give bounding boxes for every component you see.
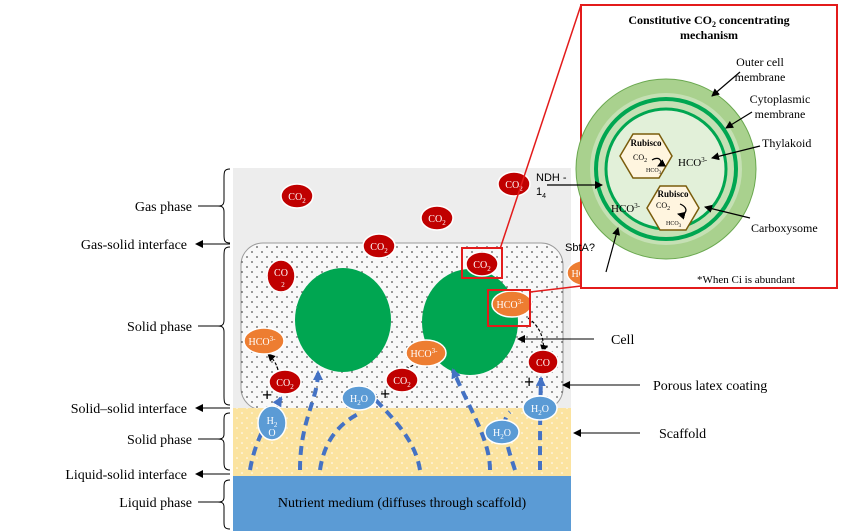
svg-text:HCO3-: HCO3- <box>249 335 277 348</box>
cell-right <box>422 269 518 375</box>
hco3-molecule: HCO3- <box>405 339 447 367</box>
svg-text:CO2: CO2 <box>288 192 306 205</box>
svg-text:2: 2 <box>281 281 285 289</box>
svg-text:CO2: CO2 <box>633 153 647 164</box>
co-molecule: CO <box>527 349 559 375</box>
svg-text:H2: H2 <box>267 416 278 429</box>
co2-molecule-ndh: CO2 <box>497 171 531 197</box>
nutrient-medium <box>233 476 571 531</box>
label-cytoplasmic-membrane: Cytoplasmic <box>750 92 811 106</box>
co2-molecule: CO2 <box>420 205 454 231</box>
cytoplasmic-membrane <box>594 97 738 241</box>
svg-text:CO: CO <box>536 358 550 369</box>
svg-text:HCO3-: HCO3- <box>497 298 525 311</box>
highlight-box-hco3 <box>487 289 531 327</box>
label-solid-phase: Solid phase <box>127 320 192 335</box>
label-solid-solid-interface: Solid–solid interface <box>71 402 187 417</box>
label-gas-phase: Gas phase <box>135 200 192 215</box>
svg-text:O: O <box>268 428 275 439</box>
svg-text:HCO3: HCO3 <box>666 221 682 229</box>
svg-text:CO: CO <box>274 268 288 279</box>
h2o-molecule: H2O <box>341 385 377 411</box>
plus-sign: + <box>262 385 272 405</box>
co2-molecule: CO2 <box>268 369 302 395</box>
cell-left <box>295 268 391 372</box>
svg-text:Rubisco: Rubisco <box>630 138 662 148</box>
h2o-molecule: H2O <box>484 419 520 445</box>
inset-title-line2: mechanism <box>680 28 738 42</box>
label-sbta: SbtA? <box>565 242 595 254</box>
label-cytoplasmic-membrane-2: membrane <box>755 107 806 121</box>
svg-text:H2O: H2O <box>493 428 511 441</box>
svg-text:H2O: H2O <box>531 404 549 417</box>
label-outer-cell-membrane-2: membrane <box>735 70 786 84</box>
left-brackets <box>217 168 231 530</box>
label-liquid-phase: Liquid phase <box>119 496 192 511</box>
svg-text:CO2: CO2 <box>370 242 388 255</box>
right-label-arrows <box>517 335 640 437</box>
carboxysome-upper: Rubisco CO2 HCO3 <box>619 133 673 179</box>
label-ndh: NDH - <box>536 172 567 184</box>
hco3-molecule-highlighted: HCO3- <box>491 290 533 318</box>
label-cell: Cell <box>611 333 634 348</box>
plus-sign: + <box>524 372 534 392</box>
h2o-molecule-vertical: H2 O <box>257 405 287 441</box>
co2-molecule: CO2 <box>385 367 419 393</box>
svg-text:CO2: CO2 <box>505 180 523 193</box>
co2-molecule-vertical: CO 2 <box>266 259 296 293</box>
carboxysome-lower: Rubisco CO2 HCO3 <box>646 185 700 231</box>
svg-text:CO2: CO2 <box>473 260 491 273</box>
plus-sign: + <box>380 384 390 404</box>
inset-note: *When Ci is abundant <box>697 274 795 286</box>
inset-connector-line <box>499 4 582 250</box>
co2-molecule-highlighted: CO2 <box>465 251 499 277</box>
label-solid-phase-2: Solid phase <box>127 433 192 448</box>
co2-molecule: CO2 <box>362 233 396 259</box>
h2o-molecule: H2O <box>522 395 558 421</box>
co2-molecule: CO2 <box>280 183 314 209</box>
highlight-box-co2 <box>461 247 503 279</box>
label-outer-cell-membrane: Outer cell <box>736 55 784 69</box>
inset-hco3-left: HCO3- <box>611 202 641 215</box>
left-label-ticks <box>195 205 230 503</box>
label-gas-solid-interface: Gas-solid interface <box>81 238 187 253</box>
label-carboxysome: Carboxysome <box>751 221 818 235</box>
svg-text:HCO3: HCO3 <box>646 168 662 176</box>
label-ndh-2: 14 <box>536 186 546 200</box>
svg-text:H2O: H2O <box>350 394 368 407</box>
svg-text:Rubisco: Rubisco <box>657 189 689 199</box>
svg-text:CO2: CO2 <box>276 378 294 391</box>
svg-text:CO2: CO2 <box>656 201 670 212</box>
inset-hco3-right: HCO3- <box>678 156 708 169</box>
nutrient-medium-text: Nutrient medium (diffuses through scaffo… <box>278 496 527 511</box>
svg-text:CO2: CO2 <box>428 214 446 227</box>
inset-title-line1: Constitutive CO2 concentrating <box>628 13 789 29</box>
label-porous-latex-coating: Porous latex coating <box>653 379 767 394</box>
hco3-molecule: HCO3- <box>243 327 285 355</box>
label-liquid-solid-interface: Liquid-solid interface <box>65 468 187 483</box>
label-thylakoid: Thylakoid <box>762 136 811 150</box>
inset-connector-line <box>529 285 582 293</box>
label-scaffold: Scaffold <box>659 427 706 442</box>
svg-text:CO2: CO2 <box>393 376 411 389</box>
inset-label-arrows <box>547 71 761 273</box>
svg-text:HCO3-: HCO3- <box>411 347 439 360</box>
